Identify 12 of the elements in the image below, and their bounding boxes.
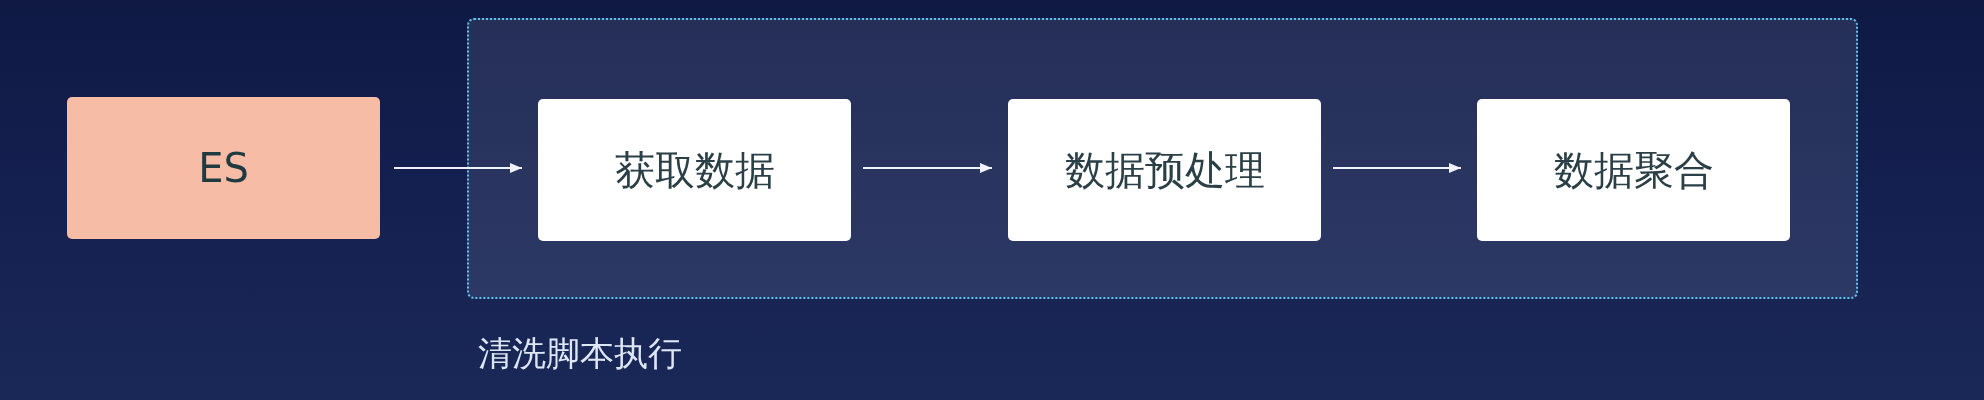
arrow <box>1332 163 1462 173</box>
source-box <box>67 97 380 239</box>
group-heading: 清洗脚本执行 <box>478 332 682 375</box>
process-box <box>1008 99 1321 241</box>
arrow <box>393 163 523 173</box>
process-label: 获取数据 <box>614 146 775 195</box>
process-box <box>1477 99 1790 241</box>
process-label: 数据预处理 <box>1064 146 1265 195</box>
process-label: 数据聚合 <box>1553 146 1714 195</box>
arrow <box>862 163 993 173</box>
process-box <box>538 99 851 241</box>
source-label: ES <box>198 144 249 193</box>
